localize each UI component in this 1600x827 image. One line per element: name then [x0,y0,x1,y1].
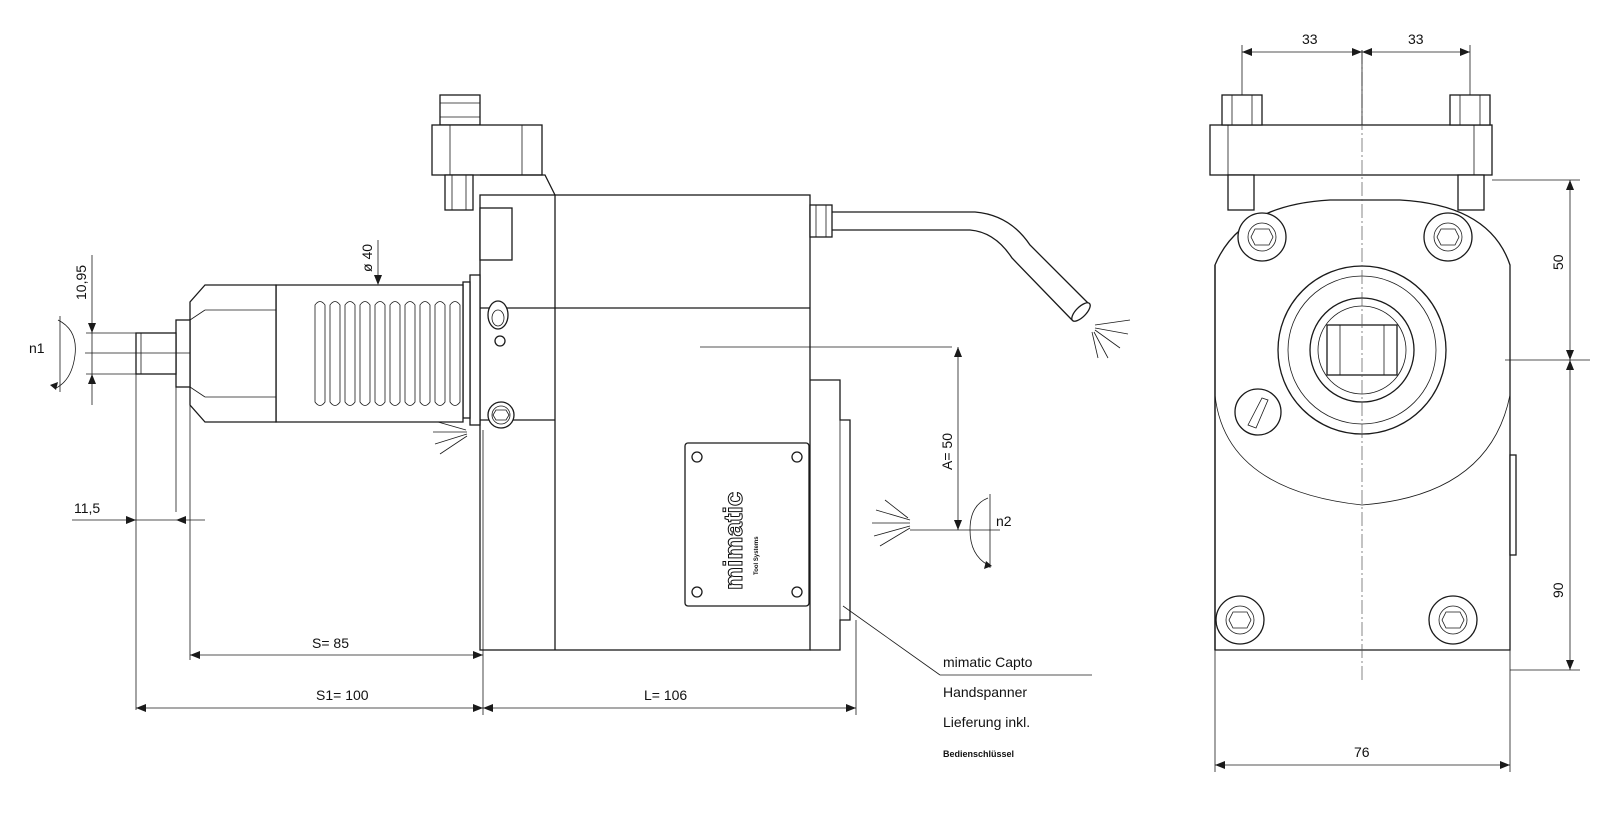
bolt-top-right [1423,212,1473,262]
dim-90-label: 90 [1550,582,1566,598]
dim-33-right-label: 33 [1408,31,1424,47]
n1-label: n1 [29,340,45,356]
dim-90: 90 [1510,360,1580,671]
n1-rotation-symbol: n1 [29,316,76,392]
dim-s-85: S= 85 [189,405,484,715]
bolt-bottom-right [1428,595,1478,645]
nameplate-sub: Tool Systems [754,536,760,575]
nameplate: mimatic Tool Systems [684,442,810,607]
tool-holder [85,274,481,426]
spray-lines-coolant [1091,319,1131,359]
dim-10-95-label: 10,95 [73,265,89,300]
dim-l-106: L= 106 [483,620,857,715]
nut-right [1449,94,1491,211]
note-line4: Bedienschlüssel [943,749,1014,759]
clamp-block [431,94,543,211]
dim-50-label: 50 [1550,254,1566,270]
dim-76-label: 76 [1354,744,1370,760]
dim-11-5-label: 11,5 [74,500,100,516]
dim-33-left-label: 33 [1302,31,1318,47]
nut-left [1221,94,1263,211]
dim-diameter-40: ø 40 [359,240,382,285]
bolt-top-left [1237,212,1287,262]
coolant-tube [809,204,1131,359]
wrench-socket [1234,388,1282,436]
dim-76: 76 [1214,555,1511,772]
note-line3: Lieferung inkl. [943,714,1030,730]
dim-s1-100-label: S1= 100 [316,687,369,703]
front-view: 33 33 50 90 [1209,31,1590,772]
n2-rotation-symbol: n2 [969,494,1012,569]
grip-ribs [314,301,461,406]
notes: mimatic Capto Handspanner Lieferung inkl… [842,605,1092,759]
dim-a-50: A= 50 [910,347,1000,531]
dim-50: 50 [1492,179,1580,360]
n2-label: n2 [996,513,1012,529]
nameplate-brand: mimatic [718,492,748,590]
spray-lines-output [872,499,911,547]
note-line1: mimatic Capto [943,654,1033,670]
spray-lines-holder [433,421,468,455]
dim-33-left: 33 [1241,31,1362,95]
dim-a-50-label: A= 50 [939,433,955,470]
dim-s-85-label: S= 85 [312,635,349,651]
dim-s1-100: S1= 100 [136,687,483,712]
note-line2: Handspanner [943,684,1027,700]
dim-10-95: 10,95 [73,255,136,405]
bolt-bottom-left [1215,595,1265,645]
dim-diameter-40-label: ø 40 [359,244,375,272]
side-view: mimatic Tool Systems [29,94,1131,759]
dim-33-right: 33 [1362,31,1471,95]
dim-l-106-label: L= 106 [644,687,687,703]
dim-11-5: 11,5 [72,374,205,710]
